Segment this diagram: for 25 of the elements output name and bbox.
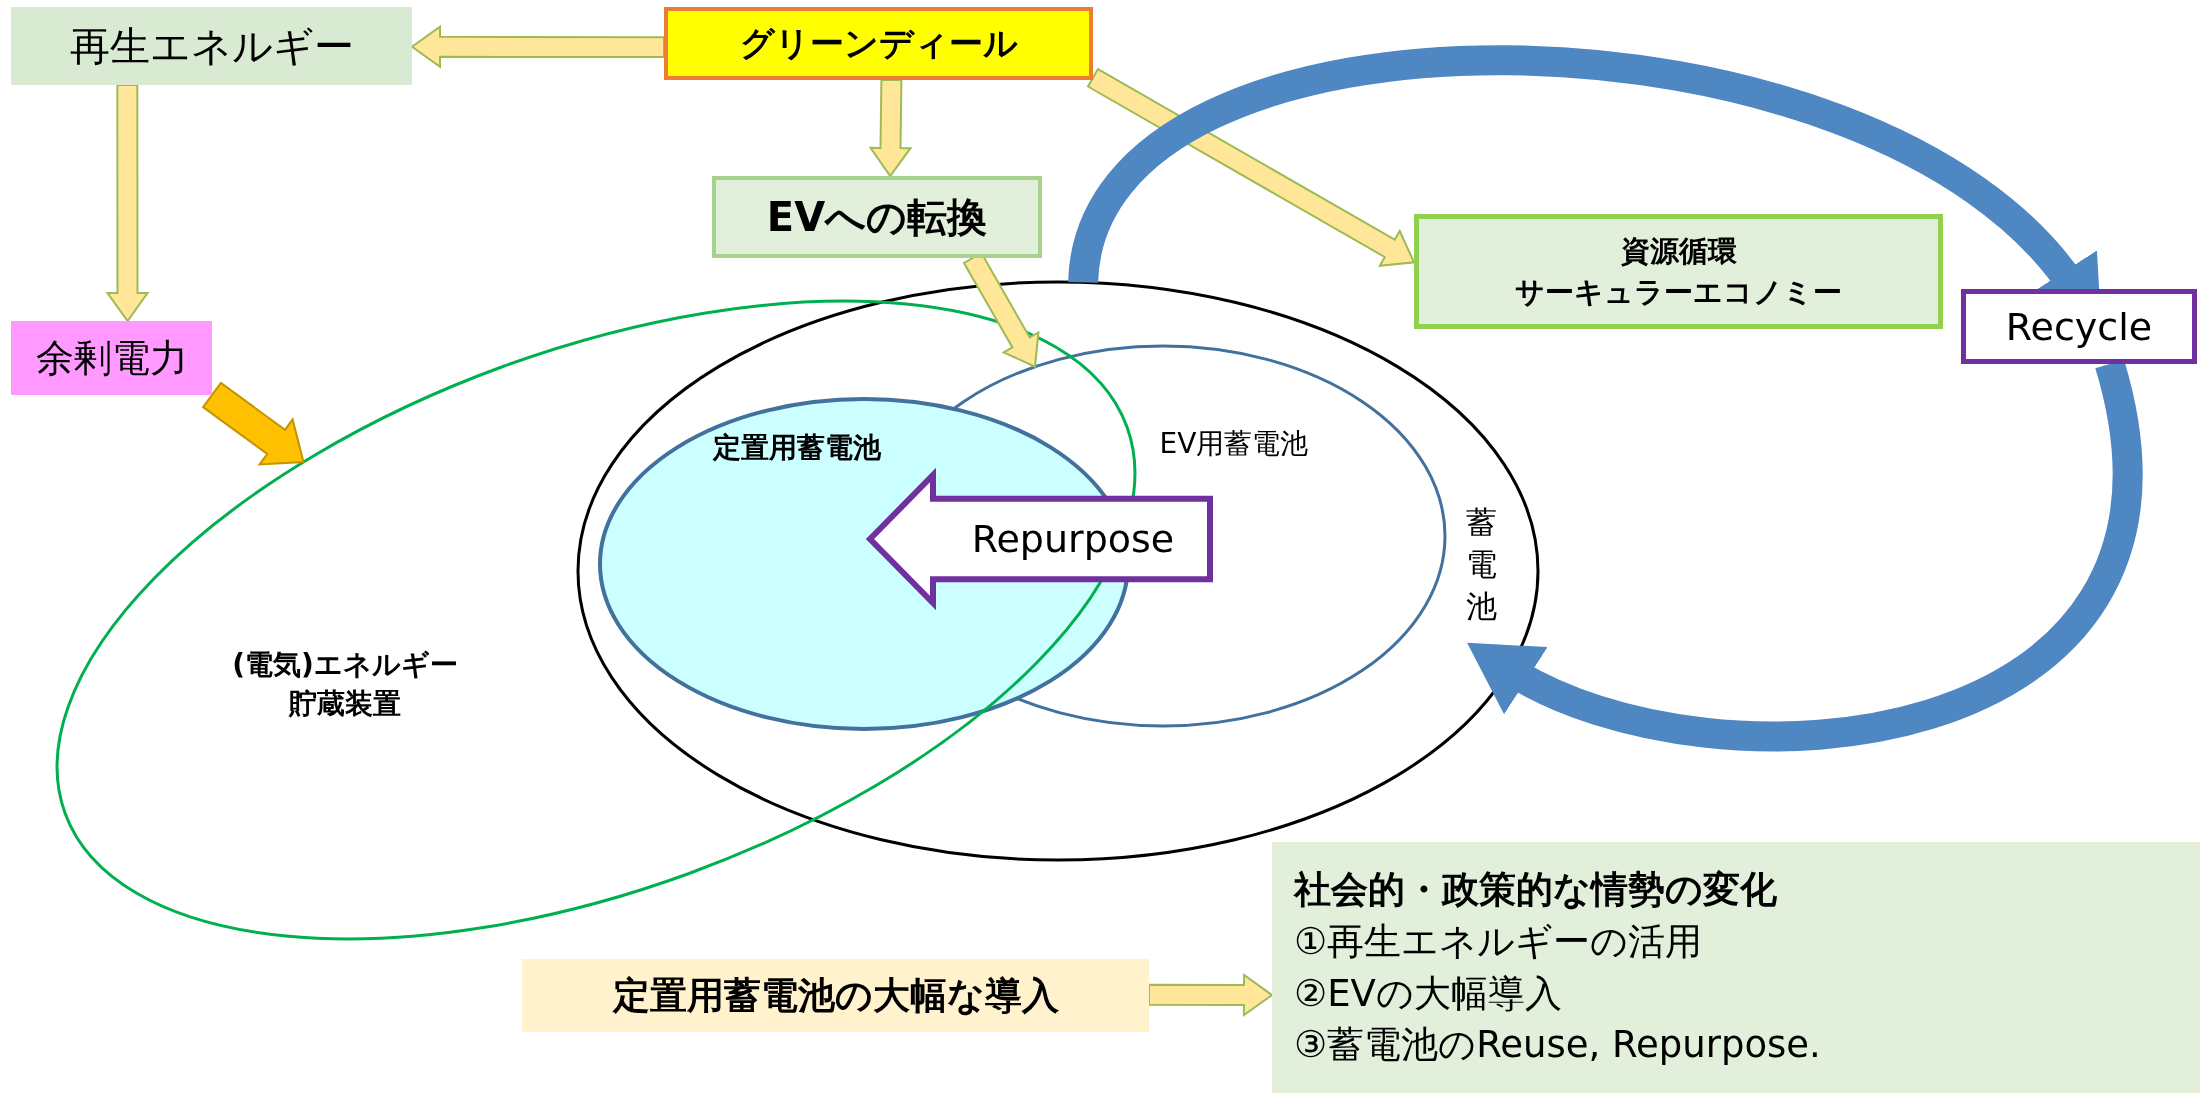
box-text: 資源循環 (1620, 232, 1737, 270)
region-label: EV用蓄電池 (1159, 426, 1309, 463)
block-arrow (105, 84, 150, 323)
list-item: ①再生エネルギーの活用 (1294, 918, 1703, 965)
label-box: 再生エネルギー (11, 7, 412, 85)
panel-heading: 社会的・政策的な情勢の変化 (1294, 866, 1777, 913)
block-arrow (868, 78, 913, 178)
label-box: 余剰電力 (11, 321, 212, 395)
arrow-label: Repurpose (971, 517, 1175, 561)
label-box: 定置用蓄電池の大幅な導入 (522, 959, 1149, 1032)
info-panel (1272, 842, 2200, 1093)
block-arrow (201, 381, 305, 466)
region-label: 蓄電池 (1465, 503, 1499, 626)
label-box (1414, 214, 1943, 329)
region-label: (電気)エネルギー貯蔵装置 (231, 646, 459, 722)
region-label: 定置用蓄電池 (713, 430, 881, 467)
box-text: サーキュラーエコノミー (1515, 273, 1842, 311)
label-box: EVへの転換 (712, 176, 1042, 258)
block-arrow (1148, 973, 1274, 1017)
block-arrow (1086, 67, 1416, 267)
block-arrow (410, 24, 665, 69)
title-box: グリーンディール (664, 7, 1093, 80)
label-box: Recycle (1961, 289, 2197, 364)
list-item: ②EVの大幅導入 (1294, 970, 1562, 1017)
list-item: ③蓄電池のReuse, Repurpose. (1294, 1022, 1821, 1069)
